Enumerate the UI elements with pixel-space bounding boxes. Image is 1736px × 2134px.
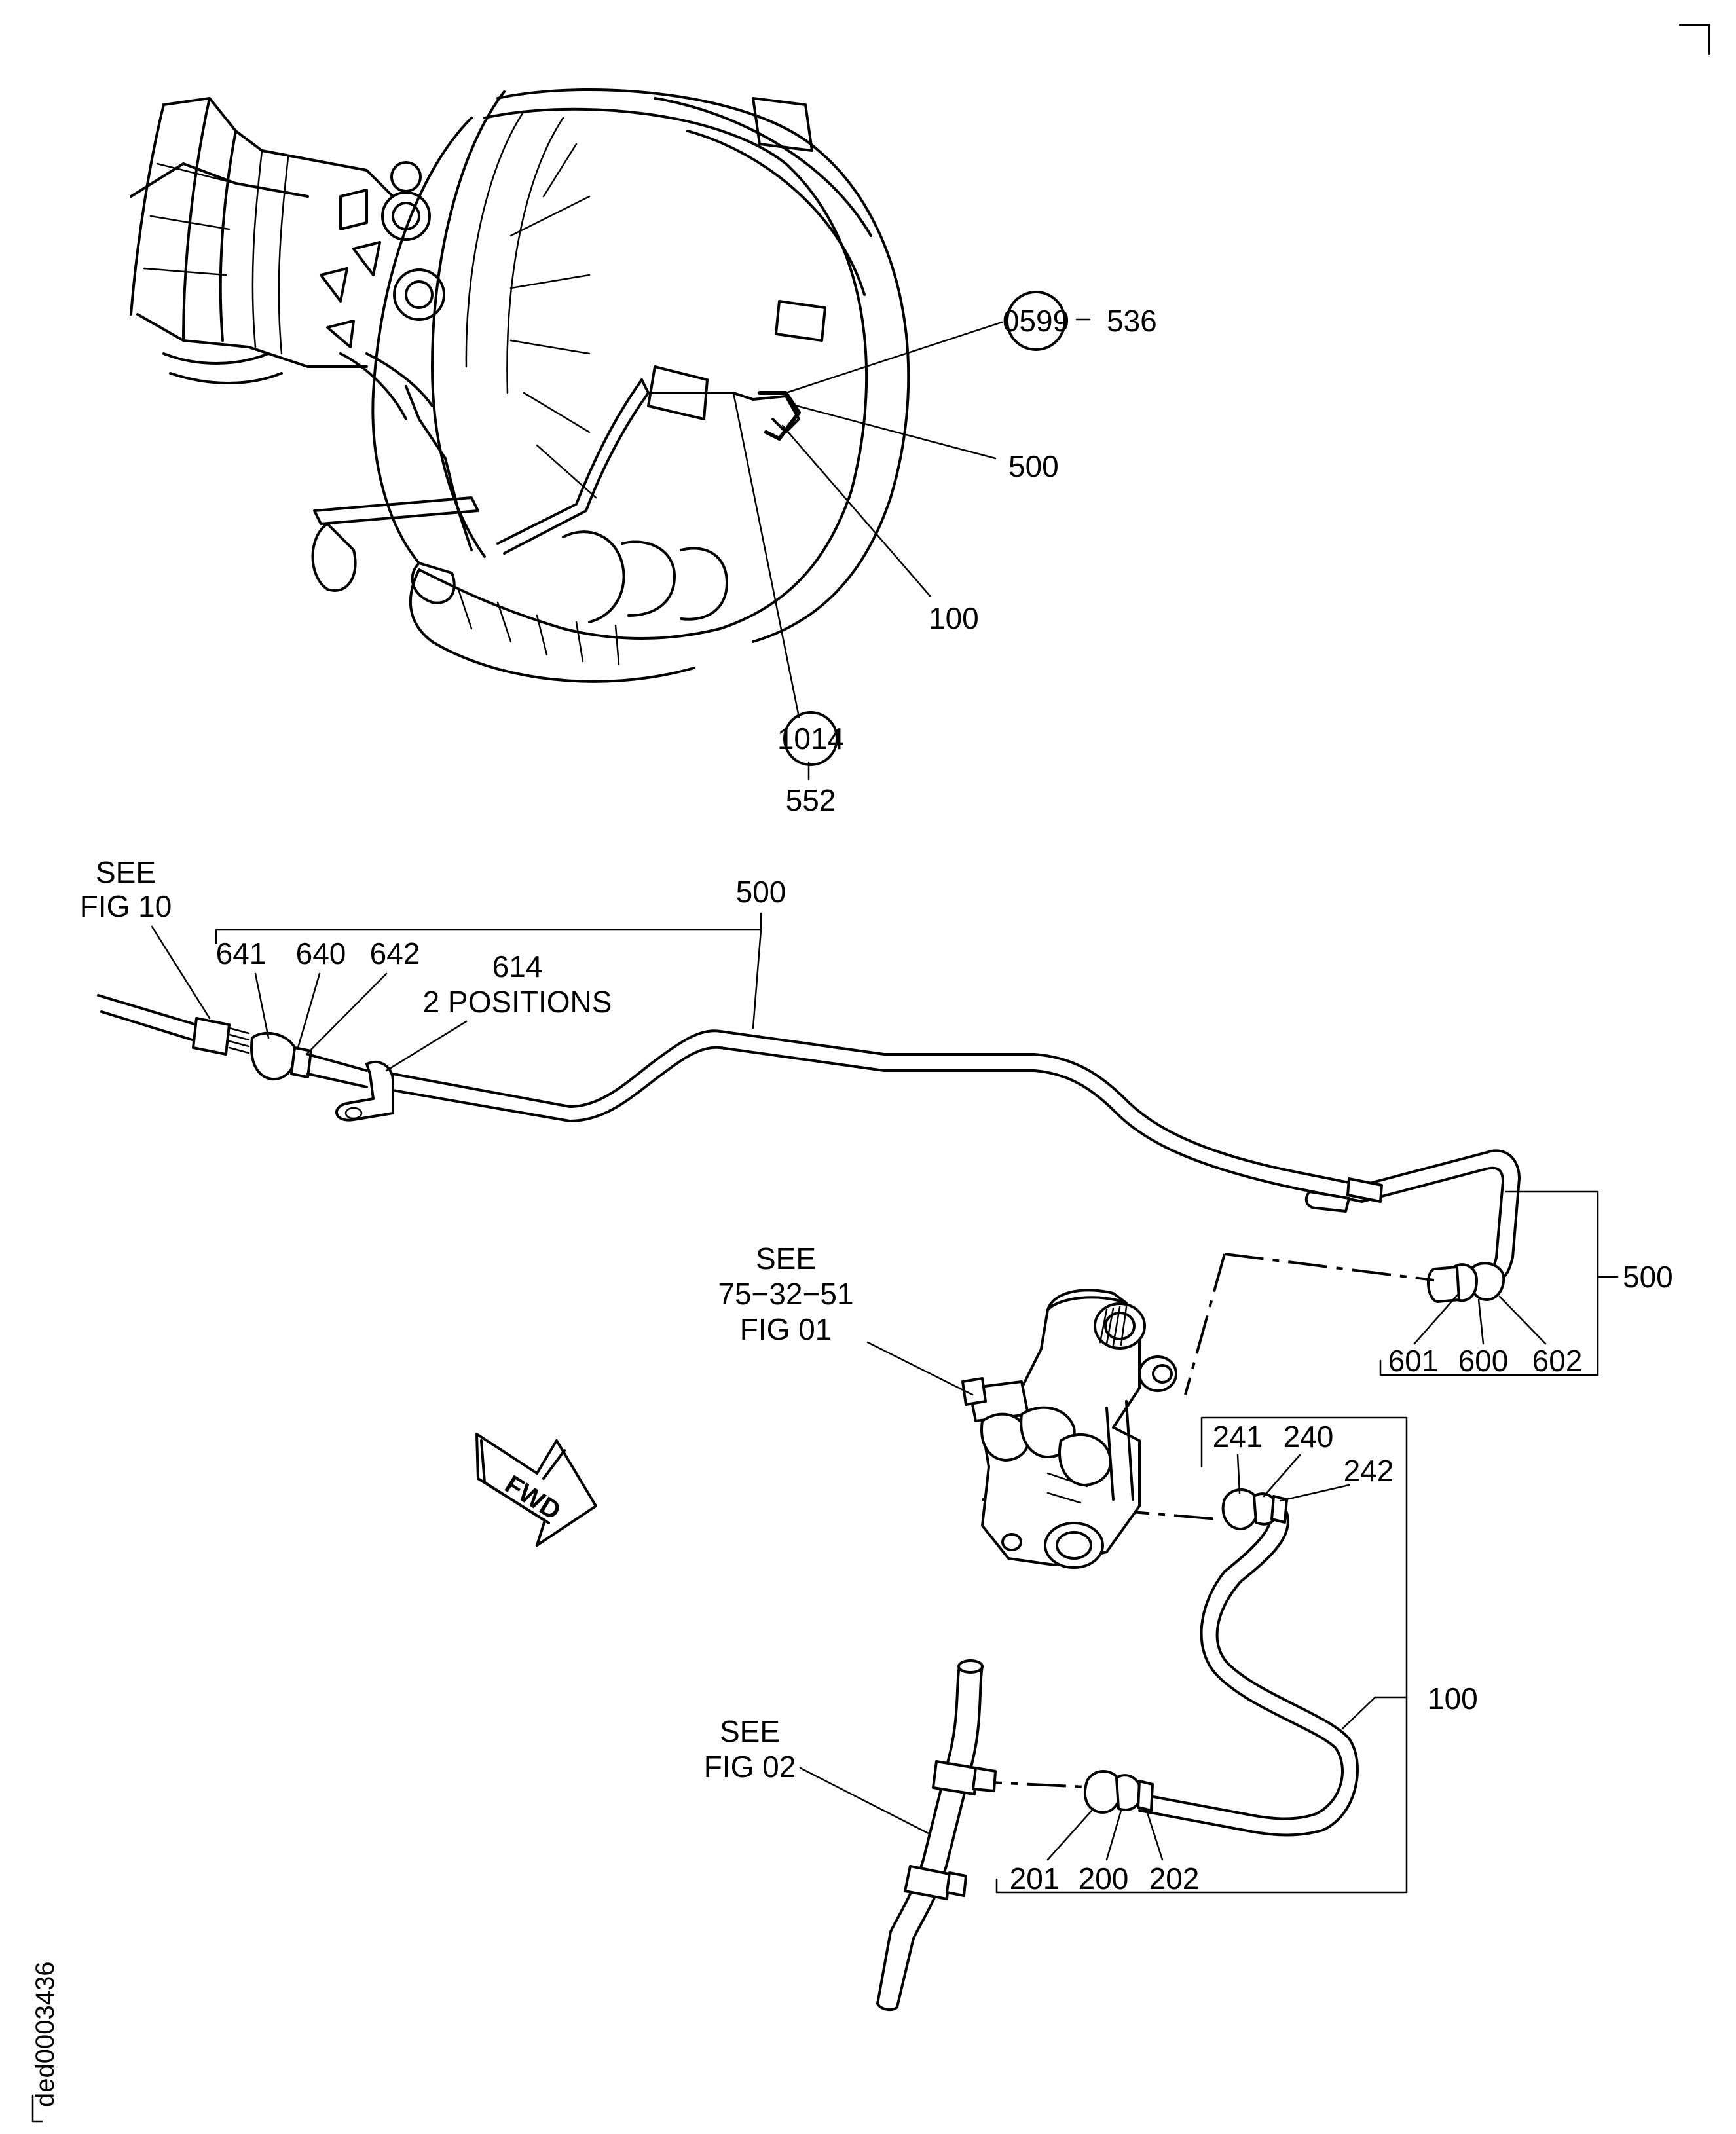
see-fig02-line2: FIG 02 [704, 1750, 796, 1784]
see-fig02-line1: SEE [720, 1714, 780, 1748]
callout-100: 100 [1428, 1682, 1478, 1716]
callout-500-top: 500 [736, 875, 786, 909]
callout-1014: 1014 [777, 722, 844, 756]
callout-614: 614 [492, 949, 543, 984]
callout-circle-0599 [1006, 291, 1066, 351]
tube-100 [1084, 1488, 1359, 1837]
callout-241: 241 [1213, 1420, 1263, 1454]
callout-0599: 0599 [1003, 304, 1069, 338]
callout-200: 200 [1079, 1862, 1129, 1896]
valve-assembly [961, 1289, 1177, 1569]
callout-552: 552 [786, 783, 836, 817]
corner-mark [1679, 24, 1710, 55]
engine-leaders [732, 318, 1091, 781]
callout-642: 642 [370, 936, 420, 970]
see-valve-line3: FIG 01 [740, 1312, 832, 1346]
callout-circle-1014 [783, 711, 838, 766]
callout-640: 640 [296, 936, 346, 970]
see-valve-line2: 75−32−51 [718, 1277, 853, 1311]
callout-240: 240 [1284, 1420, 1334, 1454]
callout-641: 641 [216, 936, 267, 970]
see-fig10-line2: FIG 10 [80, 889, 172, 923]
see-fig10-line1: SEE [96, 855, 156, 889]
see-valve-line1: SEE [756, 1242, 816, 1276]
tube-500 [97, 994, 1521, 1303]
engine-illustration [130, 88, 910, 683]
callout-201: 201 [1010, 1862, 1060, 1896]
callout-100-engine: 100 [929, 601, 979, 635]
callout-614-note: 2 POSITIONS [423, 985, 612, 1019]
callout-500-engine: 500 [1008, 449, 1059, 483]
callout-600: 600 [1458, 1344, 1509, 1378]
callout-202: 202 [1149, 1862, 1200, 1896]
fwd-arrow: FWD [475, 1433, 597, 1547]
drain-line [876, 1659, 997, 2012]
callout-536: 536 [1107, 304, 1157, 338]
callout-601: 601 [1388, 1344, 1439, 1378]
callout-602: 602 [1532, 1344, 1583, 1378]
callout-242: 242 [1344, 1454, 1394, 1488]
figure-id: ded0003436 [31, 1962, 60, 2107]
callout-500-right: 500 [1623, 1260, 1673, 1294]
